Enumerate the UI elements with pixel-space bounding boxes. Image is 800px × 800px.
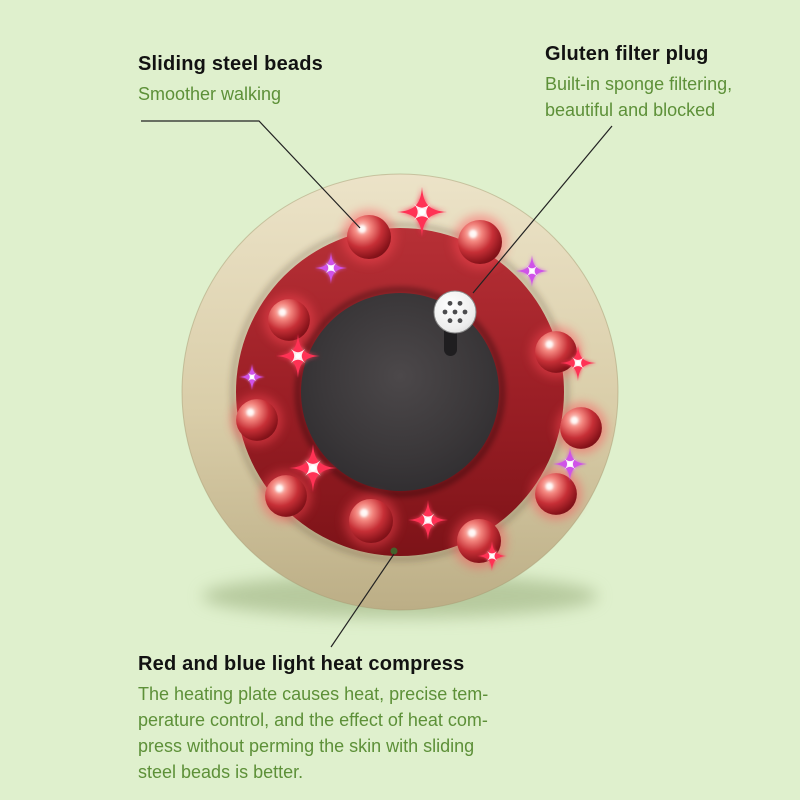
- steel-bead: [530, 468, 581, 519]
- ring-inner-shadow: [230, 222, 570, 562]
- annotation-title: Red and blue light heat compress: [138, 653, 465, 675]
- callout-line-steel-beads: [141, 120, 361, 229]
- steel-bead: [530, 326, 581, 377]
- annotation-text-line: steel beads is better.: [138, 762, 304, 782]
- steel-bead: [452, 514, 506, 568]
- callout-line-heat-compress: [330, 553, 395, 648]
- annotation-gluten-filter-plug: Gluten filter plug Built-in sponge filte…: [545, 42, 732, 123]
- annotation-heat-compress: Red and blue light heat compress The hea…: [138, 652, 488, 785]
- steel-bead: [263, 294, 314, 345]
- center-inner-shadow: [295, 287, 505, 497]
- annotation-text-line: The heating plate causes heat, precise t…: [138, 684, 489, 704]
- annotation-title: Sliding steel beads: [138, 53, 323, 75]
- steel-bead: [260, 470, 311, 521]
- steel-bead: [231, 394, 282, 445]
- steel-bead: [344, 494, 398, 548]
- annotation-sliding-steel-beads: Sliding steel beads Smoother walking: [138, 52, 323, 107]
- annotation-text-line: beautiful and blocked: [545, 100, 716, 120]
- steel-bead: [555, 402, 606, 453]
- callout-line-filter-plug: [472, 125, 613, 294]
- annotation-subtitle: Smoother walking: [138, 84, 282, 104]
- filter-plug-icon: [433, 290, 477, 356]
- annotation-text-line: perature control, and the effect of heat…: [138, 710, 488, 730]
- callout-dot: [390, 547, 398, 555]
- annotation-text-line: Built-in sponge filtering,: [545, 74, 733, 94]
- steel-bead: [453, 215, 507, 269]
- annotation-title: Gluten filter plug: [545, 43, 709, 65]
- annotation-text-line: press without perming the skin with slid…: [138, 736, 475, 756]
